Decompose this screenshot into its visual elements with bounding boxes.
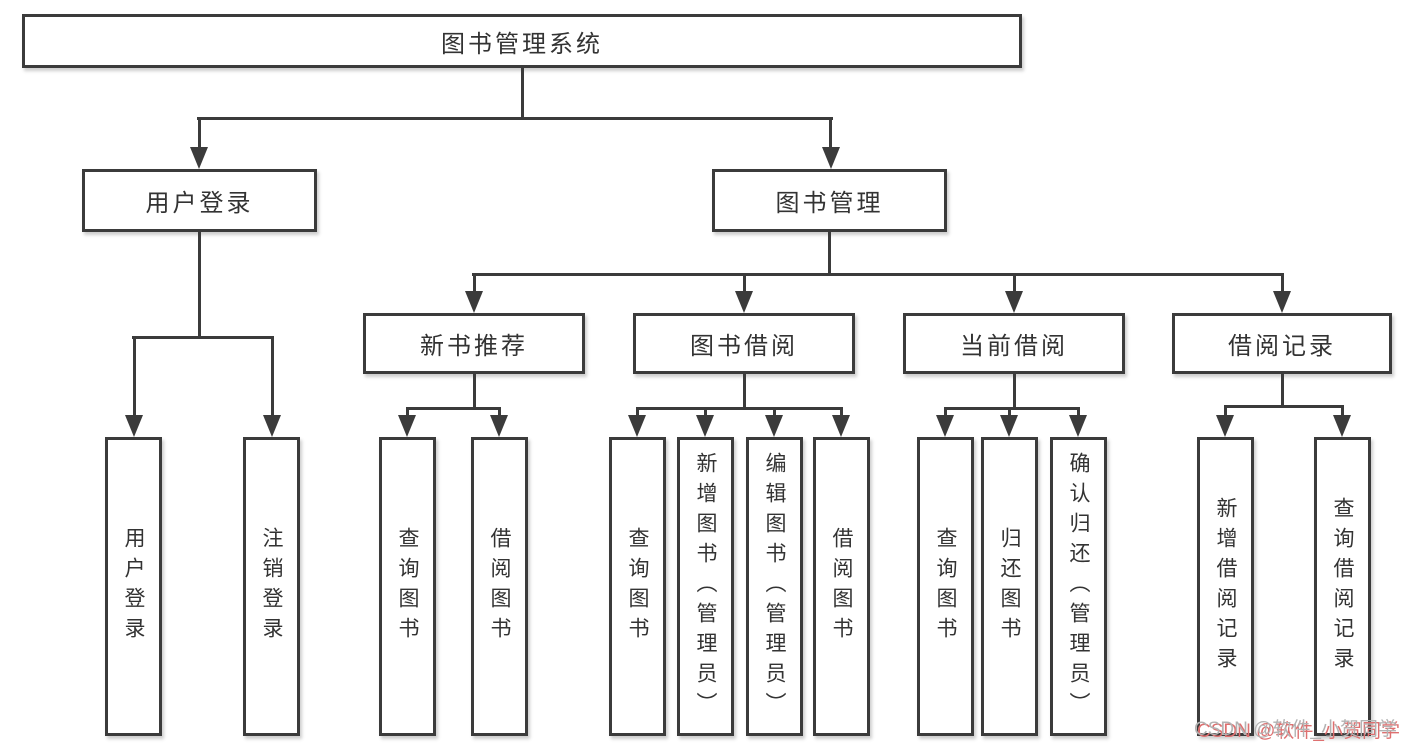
arrow-down-icon (125, 415, 143, 437)
connector-line (133, 336, 136, 416)
connector-line (406, 407, 501, 410)
leaf-query-borrow-record: 查询借阅记录 (1314, 437, 1371, 736)
leaf-logout: 注销登录 (243, 437, 300, 736)
connector-line (944, 407, 947, 417)
connector-line (271, 336, 274, 416)
node-new-book-recommend: 新书推荐 (363, 313, 585, 374)
arrow-down-icon (1005, 291, 1023, 313)
connector-line (636, 407, 843, 410)
leaf-add-books-admin: 新增图书（管理员） (677, 437, 734, 736)
node-book-management: 图书管理 (712, 169, 947, 232)
connector-line (1224, 405, 1227, 417)
node-user-login: 用户登录 (82, 169, 317, 232)
leaf-query-books-recommend: 查询图书 (379, 437, 436, 736)
connector-line (828, 232, 831, 273)
connector-line (773, 407, 776, 417)
connector-line (704, 407, 707, 417)
arrow-down-icon (765, 415, 783, 437)
connector-line (743, 374, 746, 407)
connector-line (1281, 374, 1284, 405)
arrow-down-icon (398, 415, 416, 437)
arrow-down-icon (190, 147, 208, 169)
node-book-borrow: 图书借阅 (633, 313, 855, 374)
arrow-down-icon (936, 415, 954, 437)
arrow-down-icon (1216, 415, 1234, 437)
leaf-edit-books-admin: 编辑图书（管理员） (746, 437, 803, 736)
connector-line (473, 374, 476, 407)
connector-line (198, 117, 201, 150)
arrow-down-icon (1333, 415, 1351, 437)
connector-line (473, 273, 476, 293)
csdn-watermark-text: CSDN @软件_小贺同学 (1194, 719, 1397, 740)
connector-line (944, 407, 1080, 410)
connector-line (840, 407, 843, 417)
leaf-return-books: 归还图书 (981, 437, 1038, 736)
connector-line (1341, 405, 1344, 417)
connector-line (743, 273, 746, 293)
leaf-confirm-return-admin: 确认归还（管理员） (1050, 437, 1107, 736)
csdn-watermark-shadow: CSDN @软件_小贺同学 (1197, 721, 1400, 742)
arrow-down-icon (696, 415, 714, 437)
leaf-query-books-borrow: 查询图书 (609, 437, 666, 736)
node-borrow-records: 借阅记录 (1172, 313, 1392, 374)
arrow-down-icon (263, 415, 281, 437)
arrow-down-icon (490, 415, 508, 437)
connector-line (1013, 273, 1016, 293)
node-root-system: 图书管理系统 (22, 14, 1022, 68)
connector-line (1281, 273, 1284, 293)
node-current-borrow: 当前借阅 (903, 313, 1125, 374)
leaf-query-books-current: 查询图书 (917, 437, 974, 736)
connector-line (636, 407, 639, 417)
connector-line (1013, 374, 1016, 407)
connector-line (198, 232, 201, 336)
connector-line (132, 336, 274, 339)
arrow-down-icon (1000, 415, 1018, 437)
connector-line (197, 117, 833, 120)
csdn-watermark: CSDN @软件_小贺同学 CSDN @软件_小贺同学 (1194, 714, 1400, 742)
arrow-down-icon (1069, 415, 1087, 437)
connector-line (472, 273, 1283, 276)
connector-line (1224, 405, 1344, 408)
arrow-down-icon (822, 147, 840, 169)
connector-line (1077, 407, 1080, 417)
arrow-down-icon (628, 415, 646, 437)
leaf-borrow-books-recommend: 借阅图书 (471, 437, 528, 736)
leaf-add-borrow-record: 新增借阅记录 (1197, 437, 1254, 736)
arrow-down-icon (832, 415, 850, 437)
connector-line (829, 117, 832, 150)
connector-line (498, 407, 501, 417)
arrow-down-icon (1273, 291, 1291, 313)
leaf-borrow-books: 借阅图书 (813, 437, 870, 736)
connector-line (521, 68, 524, 117)
arrow-down-icon (735, 291, 753, 313)
connector-line (406, 407, 409, 417)
connector-line (1008, 407, 1011, 417)
leaf-user-login: 用户登录 (105, 437, 162, 736)
arrow-down-icon (465, 291, 483, 313)
